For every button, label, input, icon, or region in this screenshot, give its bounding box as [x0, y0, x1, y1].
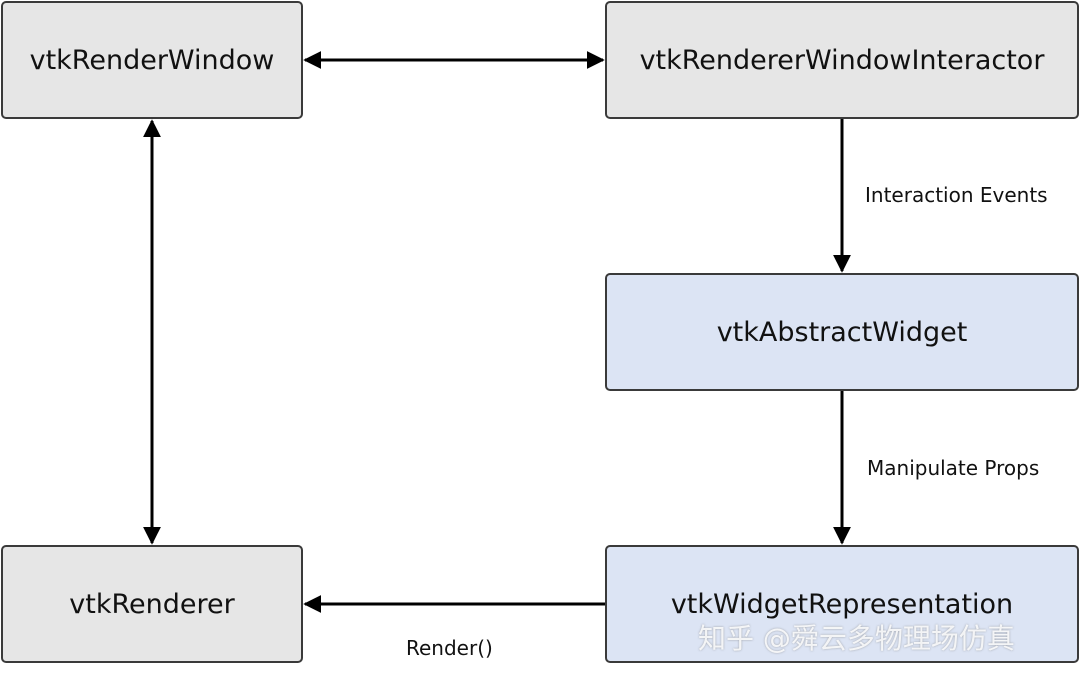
node-vtkrenderer: vtkRenderer	[1, 545, 303, 663]
node-label: vtkRenderer	[69, 588, 235, 620]
node-label: vtkWidgetRepresentation	[670, 588, 1014, 620]
node-vtkrenderwindow: vtkRenderWindow	[1, 1, 303, 119]
node-vtkabstractwidget: vtkAbstractWidget	[605, 273, 1079, 391]
node-label: vtkRendererWindowInteractor	[639, 44, 1045, 76]
watermark: 知乎 @舜云多物理场仿真	[698, 622, 1015, 655]
node-label: vtkAbstractWidget	[716, 316, 968, 348]
node-vtkrendererwindowinteractor: vtkRendererWindowInteractor	[605, 1, 1079, 119]
edge-label-render-call: Render()	[406, 636, 493, 660]
edge-label-interaction-events: Interaction Events	[865, 183, 1048, 207]
node-label: vtkRenderWindow	[29, 44, 275, 76]
edge-label-manipulate-props: Manipulate Props	[867, 456, 1040, 480]
node-vtkwidgetrepresentation: vtkWidgetRepresentation	[605, 545, 1079, 663]
